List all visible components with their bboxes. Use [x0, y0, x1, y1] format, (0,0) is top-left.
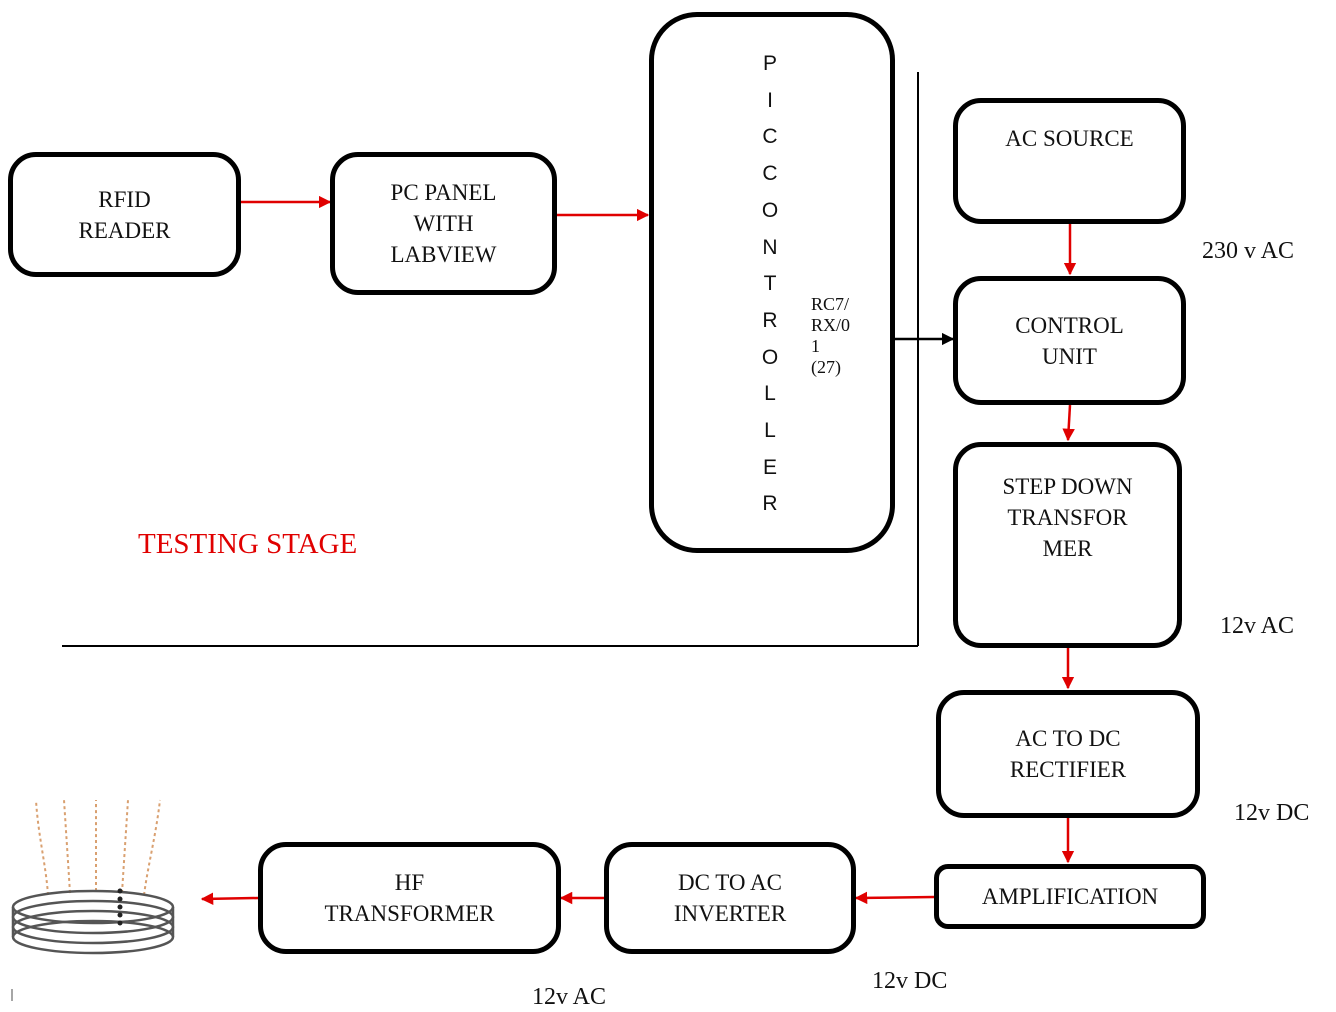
pic-letter: I: [767, 88, 773, 112]
pic-letter: C: [762, 125, 778, 149]
arrow-hf-to-coil: [200, 892, 259, 906]
pic-letter: P: [762, 52, 777, 75]
inverter-line-2: INVERTER: [673, 901, 787, 926]
pin-label-line: RC7/: [811, 294, 850, 314]
voltage-amplifier: 12v DC: [872, 968, 948, 994]
hf-transformer-block: HF TRANSFORMER: [258, 842, 561, 954]
amplification-block: AMPLIFICATION: [934, 864, 1206, 929]
ac-source-label: AC SOURCE: [1005, 126, 1134, 151]
pic-letter: E: [762, 455, 777, 479]
inverter-block: DC TO AC INVERTER: [604, 842, 856, 954]
pic-letter: R: [762, 308, 778, 332]
step-down-transformer-block: STEP DOWN TRANSFOR MER: [953, 442, 1182, 648]
voltage-inverter: 12v AC: [532, 984, 607, 1010]
hf-transformer-line-2: TRANSFORMER: [324, 901, 495, 926]
pin-label-line: RX/0: [811, 315, 851, 335]
arrow-control-to-stepdown: [1062, 404, 1075, 442]
control-unit-block: CONTROL UNIT: [953, 276, 1186, 405]
pin-label-line: (27): [811, 357, 841, 377]
pic-controller-block: [649, 12, 895, 553]
step-down-line-3: MER: [1042, 536, 1093, 561]
pin-label: RC7/ RX/0 1 (27): [811, 294, 850, 378]
step-down-line-1: STEP DOWN: [1002, 474, 1133, 499]
pic-letter: O: [761, 345, 779, 369]
voltage-ac-source: 230 v AC: [1202, 238, 1295, 264]
rectifier-block: AC TO DC RECTIFIER: [936, 690, 1200, 818]
pic-letter: L: [764, 382, 776, 406]
arrow-amplifier-to-inverter: [854, 891, 935, 905]
voltage-transformer: 12v AC: [1220, 613, 1295, 639]
pc-panel-line-1: PC PANEL: [390, 180, 497, 205]
pc-panel-line-3: LABVIEW: [390, 242, 497, 267]
pic-letter: R: [762, 492, 778, 516]
pc-panel-line-2: WITH: [413, 211, 474, 236]
rfid-reader-block: RFID READER: [8, 152, 241, 277]
hf-transformer-line-1: HF: [394, 870, 425, 895]
step-down-line-2: TRANSFOR: [1007, 505, 1128, 530]
rectifier-line-1: AC TO DC: [1015, 726, 1121, 751]
rfid-reader-line-2: READER: [78, 217, 171, 243]
pic-letter: T: [763, 272, 777, 296]
testing-stage-label: TESTING STAGE: [138, 528, 358, 560]
pin-label-line: 1: [811, 336, 820, 356]
pic-letter: C: [762, 162, 778, 186]
induction-coil-icon: [11, 799, 175, 1001]
pic-letter: O: [761, 198, 779, 222]
control-unit-line-1: CONTROL: [1015, 312, 1124, 338]
inverter-line-1: DC TO AC: [678, 870, 782, 895]
ac-source-block: AC SOURCE: [953, 98, 1186, 224]
pic-letter: L: [764, 419, 776, 443]
amplification-label: AMPLIFICATION: [981, 884, 1159, 909]
pic-controller-label: P I C C O N T R O L L E R: [760, 46, 780, 523]
pc-panel-block: PC PANEL WITH LABVIEW: [330, 152, 557, 295]
pic-letter: N: [762, 235, 778, 259]
control-unit-line-2: UNIT: [1042, 343, 1097, 369]
rectifier-line-2: RECTIFIER: [1009, 757, 1127, 782]
rfid-reader-line-1: RFID: [98, 186, 151, 212]
voltage-rectifier: 12v DC: [1234, 800, 1310, 826]
